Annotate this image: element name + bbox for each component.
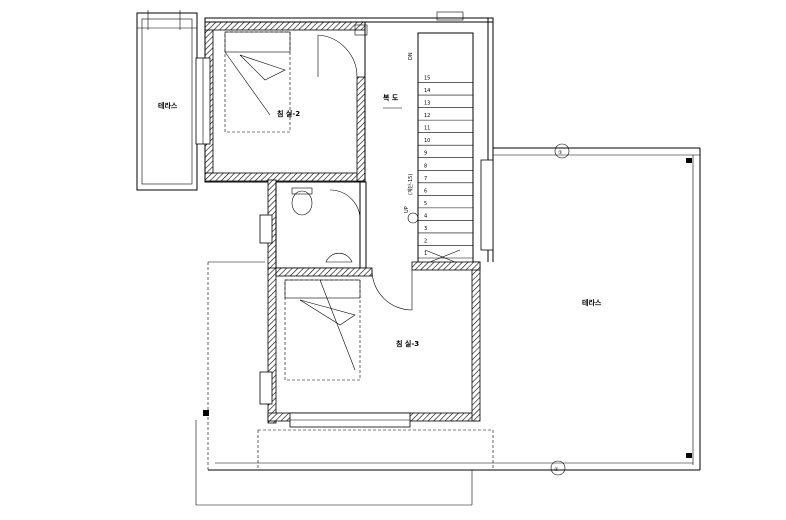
svg-text:①: ① [558, 150, 563, 156]
left-terrace [136, 10, 198, 191]
grid-marker-top: ① [554, 143, 570, 159]
stair-step-number: 2 [424, 238, 427, 244]
stair-dn-label: DN [408, 52, 414, 60]
stair-step-number: 6 [424, 188, 427, 194]
stair-note: (계단-15) [407, 174, 414, 195]
stair-step-number: 5 [424, 201, 427, 207]
stair-step-number: 7 [424, 176, 427, 182]
corridor-label: 복 도 [383, 93, 399, 102]
terrace-left-label: 테라스 [158, 101, 178, 110]
stair-step-number: 4 [424, 213, 427, 219]
bathroom [259, 179, 367, 271]
door-bedroom-3 [371, 269, 413, 311]
stair-step-number: 12 [424, 113, 430, 119]
bedroom-2-label: 침 실-2 [277, 109, 300, 118]
stair-step-number: 14 [424, 88, 430, 94]
bed-bedroom-3 [284, 279, 361, 381]
stair-up-label: UP [404, 206, 410, 213]
stair-step-number: 10 [424, 138, 430, 144]
stair-step-number: 13 [424, 101, 430, 107]
bedroom-3-walls [259, 261, 481, 428]
grid-marker-bottom: ① [550, 460, 566, 476]
right-terrace [195, 147, 701, 506]
bed-bedroom-2 [224, 31, 291, 133]
stair-step-number: 15 [424, 76, 430, 82]
stair-step-number: 3 [424, 226, 427, 232]
svg-text:①: ① [554, 467, 559, 473]
bedroom-2-walls [195, 21, 366, 183]
stair-step-number: 8 [424, 163, 427, 169]
terrace-right-label: 테라스 [582, 298, 602, 307]
bedroom-3-label: 침 실-3 [396, 339, 419, 348]
stair-step-number: 9 [424, 151, 427, 157]
corridor-walls [204, 11, 494, 262]
door-bedroom-2 [317, 34, 358, 78]
stair-step-number: 1 [424, 251, 427, 257]
stair-step-number: 11 [424, 126, 430, 132]
